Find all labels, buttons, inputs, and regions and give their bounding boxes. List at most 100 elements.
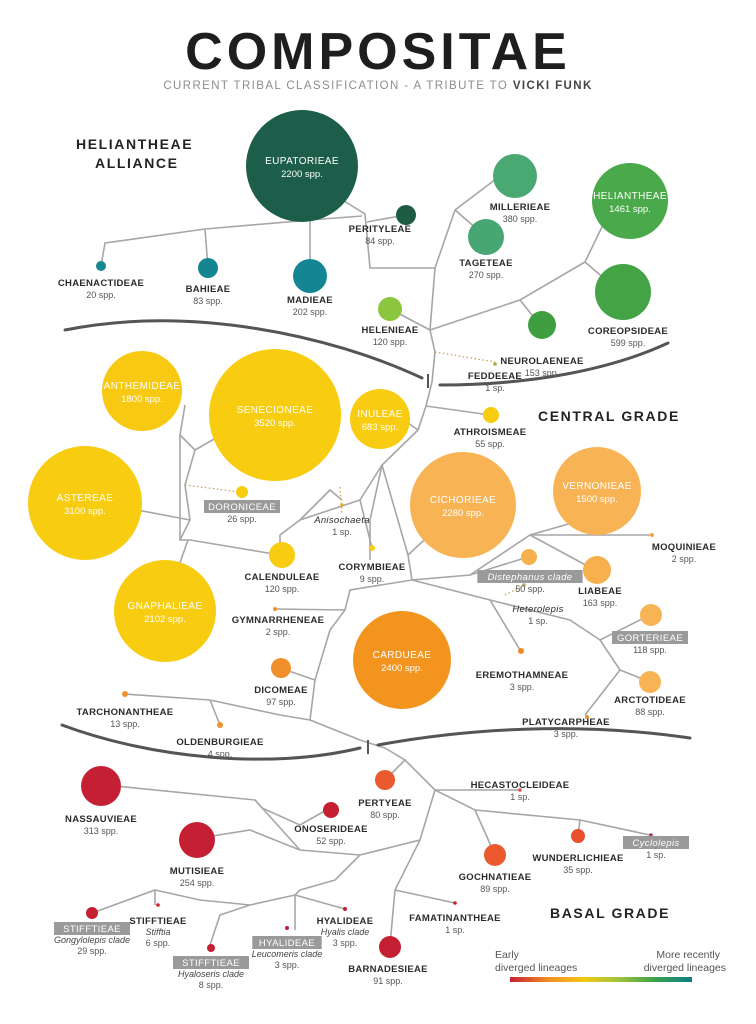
label-liabeae: LIABEAE [578, 586, 622, 597]
label-hyalideae1: HYALIDEAE [259, 938, 315, 949]
label-cyclolepis: Cyclolepis [632, 838, 679, 849]
spp-onoserideae: 52 spp. [316, 836, 346, 846]
spp-neurolaeneae: 153 spp. [525, 368, 560, 378]
label-box-gortcrieae [612, 631, 688, 644]
label-stifftieae2: STIFFTIEAE [129, 916, 186, 927]
spp-stifftieae3: 8 spp. [199, 980, 224, 990]
spp-hyalideae2: 3 spp. [333, 938, 358, 948]
spp-mutisieae: 254 spp. [180, 878, 215, 888]
spp-madieae: 202 spp. [293, 307, 328, 317]
node-perityleae [396, 205, 416, 225]
node-gymnarrheneae [273, 607, 277, 611]
group-label-heliantheae-alliance: HELIANTHEAE ALLIANCE [76, 136, 194, 171]
spp-hyalideae1: 3 spp. [275, 960, 300, 970]
node-eremothamneae [518, 648, 524, 654]
label-hyalideae2: HYALIDEAE [317, 916, 374, 927]
branch [199, 829, 301, 851]
spp-barnadesieae: 91 spp. [373, 976, 403, 986]
node-tarchonantheae [122, 691, 128, 697]
arc-ticks [367, 374, 429, 754]
node-hyalideae1 [285, 926, 289, 930]
branch [329, 579, 413, 631]
node-feddeeae [493, 362, 497, 366]
spp-wunderlichieae: 35 spp. [563, 865, 593, 875]
legend-recent-line1: More recently [656, 949, 720, 961]
node-stifftieae1 [86, 907, 98, 919]
branch [254, 799, 331, 826]
spp-coreopsideae: 599 spp. [611, 338, 646, 348]
node-doroniceae [236, 486, 248, 498]
label-box-stifftieae1 [54, 922, 130, 935]
branch [154, 889, 251, 906]
node-distephanus [521, 549, 537, 565]
label-oldenburgieae: OLDENBURGIEAE [176, 737, 263, 748]
spp-eremothamneae: 3 spp. [510, 682, 535, 692]
spp-famatinantheae: 1 sp. [445, 925, 465, 935]
branch [309, 629, 331, 721]
label-coreopsideae: COREOPSIDEAE [588, 326, 668, 337]
dotted-lead [184, 484, 241, 493]
node-mutisieae [179, 822, 215, 858]
node-heliantheae [592, 163, 668, 239]
label-stifftieae3: STIFFTIEAE [182, 958, 240, 969]
node-barnadesieae [379, 936, 401, 958]
branch [584, 669, 621, 716]
node-coreopsideae [595, 264, 651, 320]
branch [429, 199, 616, 331]
branch [425, 405, 491, 416]
spp-gochnatieae: 89 spp. [480, 884, 510, 894]
node-hyalideae2 [343, 907, 347, 911]
spp-millerieae: 380 spp. [503, 214, 538, 224]
branch [529, 534, 596, 571]
node-pertyeae [375, 770, 395, 790]
spp-perityleae: 84 spp. [365, 236, 395, 246]
label-gymnarrheneae: GYMNARRHENEAE [232, 615, 325, 626]
clade-stifftieae1: Gongylolepis clade [54, 935, 130, 945]
label-box-cyclolepis [623, 836, 689, 849]
label-anisochaeta: Anisochaeta [313, 515, 370, 526]
dotted-lead [339, 486, 343, 516]
node-gortcrieae [640, 604, 662, 626]
branch [309, 719, 386, 749]
node-astereae [28, 446, 142, 560]
spp-doroniceae: 26 spp. [227, 514, 257, 524]
node-anisochaeta [340, 503, 344, 507]
label-onoserideae: ONOSERIDEAE [294, 824, 368, 835]
branch [429, 267, 436, 353]
node-gochnatieae [484, 844, 506, 866]
spp-cichorieae: 2280 spp. [442, 508, 484, 519]
node-hecastocleideae [518, 788, 522, 792]
label-cardueae: CARDUEAE [373, 650, 432, 661]
spp-nassauvieae: 313 spp. [84, 826, 119, 836]
node-moquinieae [650, 533, 654, 537]
node-tageteae [468, 219, 504, 255]
label-box-stifftieae3 [173, 956, 249, 969]
spp-cyclolepis: 1 sp. [646, 850, 666, 860]
label-athroismeae: ATHROISMEAE [454, 427, 527, 438]
spp-eupatorieae: 2200 spp. [281, 169, 323, 180]
spp-gnaphalieae: 2102 spp. [144, 614, 186, 625]
node-gnaphalieae [114, 560, 216, 662]
page-subtitle: CURRENT TRIBAL CLASSIFICATION - A TRIBUT… [0, 80, 756, 92]
arc-heliantheae-upper [63, 319, 424, 380]
label-tageteae: TAGETEAE [459, 258, 512, 269]
label-eupatorieae: EUPATORIEAE [265, 156, 339, 167]
node-millerieae [493, 154, 537, 198]
node-madieae [293, 259, 327, 293]
spp-oldenburgieae: 4 spp. [208, 749, 233, 759]
label-corymbieae: CORYMBIEAE [338, 562, 405, 573]
node-neurolaeneae [528, 311, 556, 339]
spp-bahieae: 83 spp. [193, 296, 223, 306]
node-stifftieae3 [207, 944, 215, 952]
branch [100, 215, 363, 267]
spp-moquinieae: 2 spp. [672, 554, 697, 564]
label-feddeeae: FEDDEEAE [468, 371, 522, 382]
label-anthemideae: ANTHEMIDEAE [104, 381, 181, 392]
branch [274, 608, 346, 611]
label-wunderlichieae: WUNDERLICHIEAE [532, 853, 623, 864]
node-corymbieae [369, 545, 375, 551]
node-helenieae [378, 297, 402, 321]
label-gochnatieae: GOCHNATIEAE [459, 872, 532, 883]
label-astereae: ASTEREAE [57, 493, 114, 504]
